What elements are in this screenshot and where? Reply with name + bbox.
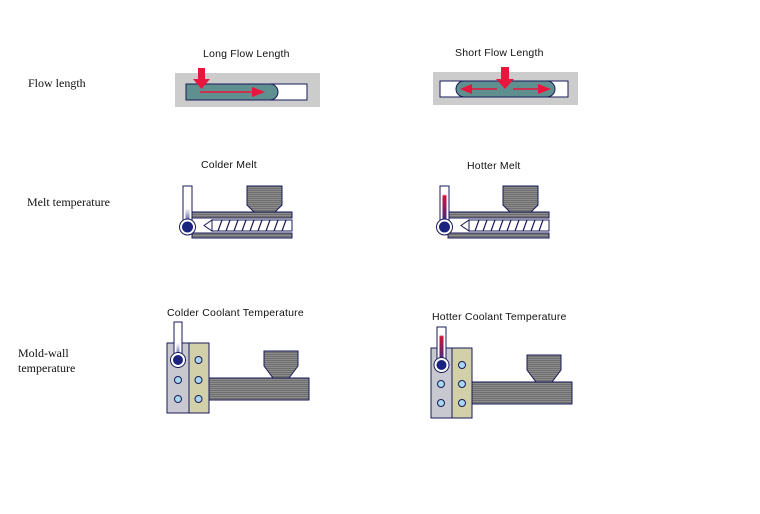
caption-colder-coolant-temperature: Colder Coolant Temperature	[167, 307, 304, 319]
flow-arrow-head-right	[252, 87, 265, 97]
screw	[203, 219, 293, 232]
colder-melt-diagram	[179, 185, 293, 239]
long-flow-diagram	[175, 68, 320, 107]
screw	[460, 219, 550, 232]
flow-arrow-head-right	[538, 84, 551, 94]
runner	[208, 377, 310, 401]
barrel-top	[191, 211, 293, 219]
row-label-mold-wall-temperature-line2: temperature	[18, 361, 76, 375]
injection-arrow-icon	[496, 67, 514, 89]
barrel-top	[447, 211, 550, 219]
row-label-mold-wall-temperature-line1: Mold-wall	[18, 346, 69, 360]
cooling-channels	[437, 361, 466, 407]
colder-coolant-diagram	[166, 321, 310, 414]
caption-hotter-coolant-temperature: Hotter Coolant Temperature	[432, 311, 567, 323]
short-flow-diagram	[433, 67, 578, 105]
cooling-channels	[174, 356, 203, 403]
barrel-bottom	[447, 232, 550, 239]
runner	[471, 381, 573, 405]
hopper	[246, 185, 283, 213]
caption-short-flow-length: Short Flow Length	[455, 47, 544, 59]
caption-long-flow-length: Long Flow Length	[203, 48, 290, 60]
thermometer-icon	[179, 185, 196, 236]
barrel-bottom	[191, 232, 293, 239]
caption-hotter-melt: Hotter Melt	[467, 160, 521, 172]
row-label-melt-temperature: Melt temperature	[27, 195, 110, 209]
sprue-bushing	[526, 354, 562, 383]
sprue-bushing	[263, 350, 299, 379]
caption-colder-melt: Colder Melt	[201, 159, 257, 171]
thermometer-icon	[436, 185, 453, 236]
flow-arrow-head-left	[460, 84, 472, 94]
hotter-coolant-diagram	[430, 326, 573, 419]
hopper	[502, 185, 539, 213]
row-label-flow-length: Flow length	[28, 76, 86, 90]
hotter-melt-diagram	[436, 185, 550, 239]
thermometer-icon	[433, 326, 450, 373]
thermometer-icon	[170, 321, 186, 368]
injection-arrow-icon	[193, 68, 210, 89]
